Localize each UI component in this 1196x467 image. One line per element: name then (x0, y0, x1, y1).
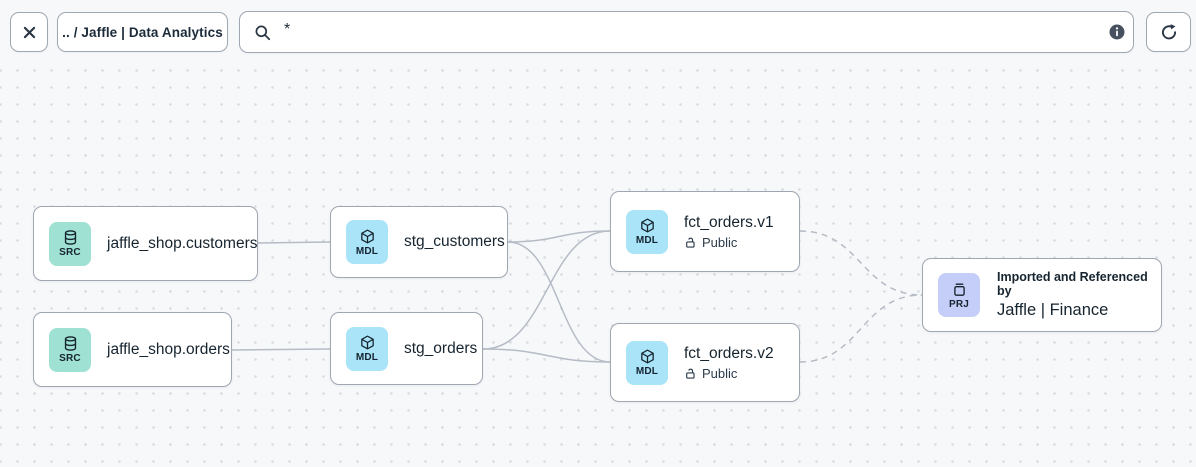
node-project-finance[interactable]: PRJ Imported and Referenced by Jaffle | … (922, 258, 1162, 332)
edge-stg-orders-fct-v2 (482, 348, 611, 363)
access-row: Public (684, 235, 774, 250)
search-icon (253, 23, 272, 42)
cube-icon (639, 348, 656, 365)
node-subtitle: Imported and Referenced by (997, 270, 1148, 298)
project-badge: PRJ (938, 273, 980, 317)
database-icon (62, 229, 79, 246)
search-input[interactable] (272, 21, 1108, 43)
node-title: Jaffle | Finance (997, 301, 1109, 319)
badge-label: SRC (59, 353, 81, 364)
node-title: fct_orders.v2 (684, 344, 774, 362)
node-stg-customers[interactable]: MDL stg_customers (330, 206, 508, 278)
search-bar (239, 11, 1134, 53)
edge-stg-customers-fct-v1 (507, 230, 611, 243)
node-title: fct_orders.v1 (684, 213, 774, 231)
info-icon[interactable] (1108, 23, 1126, 41)
badge-label: MDL (635, 366, 659, 377)
unlock-icon (684, 367, 697, 380)
badge-label: PRJ (948, 298, 970, 310)
source-badge: SRC (49, 221, 91, 266)
node-title: jaffle_shop.customers (107, 234, 258, 252)
edge-src-orders-stg-orders (231, 348, 331, 351)
node-stg-orders[interactable]: MDL stg_orders (330, 312, 483, 385)
breadcrumb-label: .. / Jaffle | Data Analytics (62, 24, 223, 40)
badge-label: SRC (59, 247, 81, 258)
access-label: Public (702, 234, 738, 250)
cube-icon (359, 228, 376, 245)
edge-src-customers-stg-customers (257, 241, 331, 244)
toolbar: .. / Jaffle | Data Analytics (0, 0, 1196, 58)
access-label: Public (702, 365, 738, 381)
node-fct-orders-v2[interactable]: MDL fct_orders.v2 Public (610, 323, 800, 402)
access-row: Public (684, 366, 774, 381)
model-badge: MDL (346, 326, 388, 371)
close-button[interactable] (10, 12, 48, 52)
cube-icon (639, 217, 656, 234)
node-fct-orders-v1[interactable]: MDL fct_orders.v1 Public (610, 191, 800, 272)
badge-label: MDL (635, 235, 659, 246)
breadcrumb[interactable]: .. / Jaffle | Data Analytics (57, 12, 228, 52)
badge-label: MDL (355, 352, 379, 363)
edge-stg-orders-fct-v1 (482, 230, 611, 350)
model-badge: MDL (346, 220, 388, 264)
node-source-customers[interactable]: SRC jaffle_shop.customers (33, 206, 258, 281)
archive-icon (951, 281, 968, 298)
model-badge: MDL (626, 209, 668, 254)
node-title: stg_customers (404, 233, 505, 250)
edge-stg-customers-fct-v2 (507, 241, 611, 363)
refresh-icon (1159, 22, 1179, 42)
node-title: stg_orders (404, 339, 478, 357)
refresh-button[interactable] (1146, 12, 1191, 52)
node-title: jaffle_shop.orders (107, 340, 230, 358)
close-icon (21, 24, 38, 41)
source-badge: SRC (49, 327, 91, 372)
model-badge: MDL (626, 340, 668, 385)
cube-icon (359, 334, 376, 351)
database-icon (62, 335, 79, 352)
edge-fct-v2-project (799, 294, 923, 363)
edge-fct-v1-project (799, 230, 923, 296)
badge-label: MDL (355, 245, 379, 257)
node-source-orders[interactable]: SRC jaffle_shop.orders (33, 312, 232, 387)
unlock-icon (684, 236, 697, 249)
